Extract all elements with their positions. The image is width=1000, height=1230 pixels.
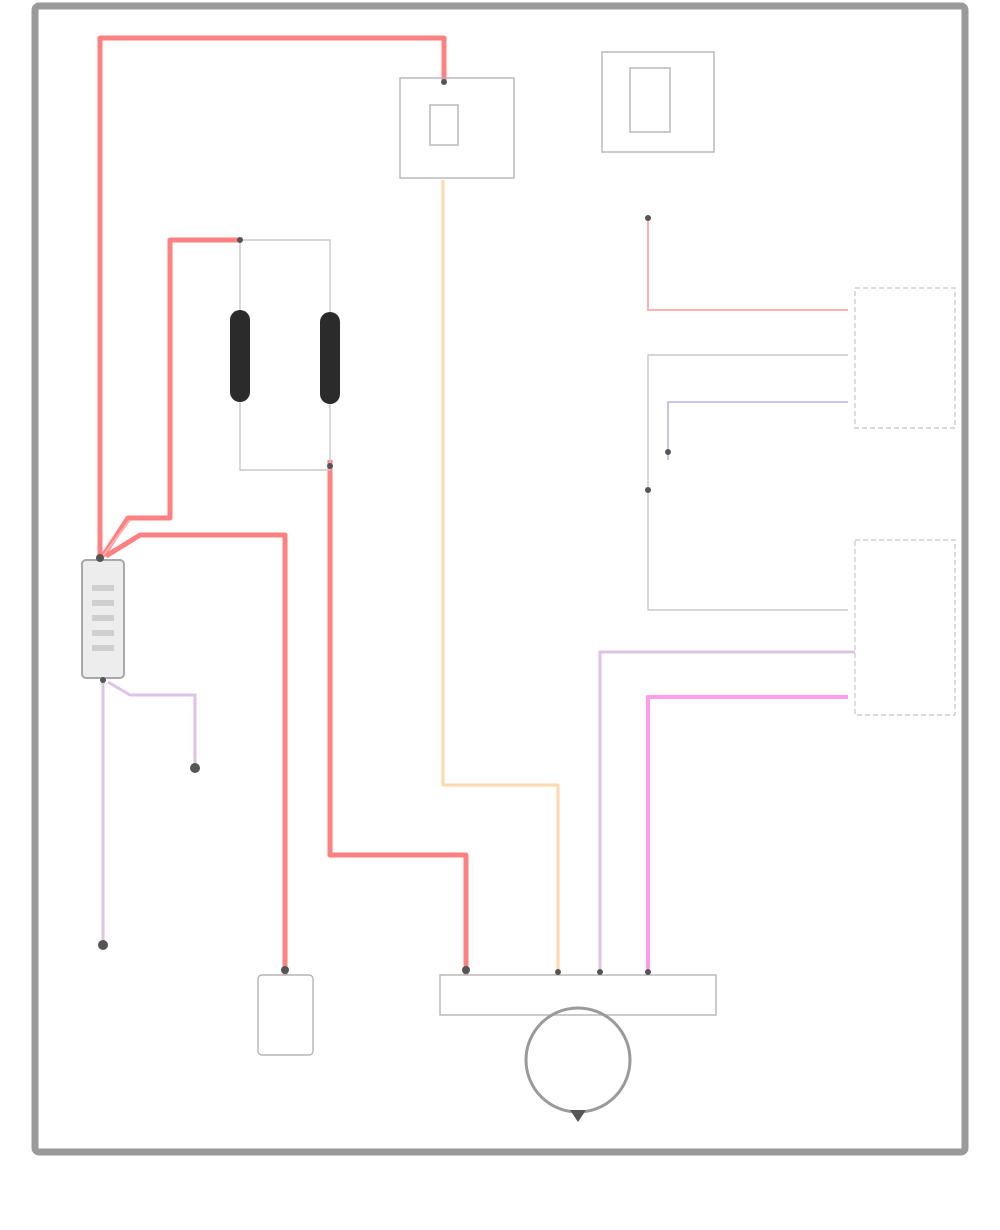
ignition-wire bbox=[441, 180, 560, 975]
splice-branch-wire bbox=[239, 239, 331, 471]
splice-dot-icon bbox=[645, 215, 651, 221]
data-wire bbox=[647, 354, 848, 611]
battery-cell bbox=[92, 615, 114, 621]
splice-dot-icon bbox=[441, 79, 447, 85]
signal-wire bbox=[667, 401, 848, 460]
underhood-fuse-block bbox=[399, 77, 515, 179]
battery-cell bbox=[92, 585, 114, 591]
splice-dot-icon bbox=[645, 969, 651, 975]
splice-dot-icon bbox=[327, 463, 333, 469]
generator-ground-icon bbox=[570, 1110, 586, 1122]
generator-icon bbox=[524, 1006, 632, 1114]
sense-wire bbox=[598, 650, 855, 975]
ground-wire-2 bbox=[107, 680, 197, 765]
splice-dot-icon bbox=[237, 237, 243, 243]
splice-dot-icon bbox=[555, 969, 561, 975]
splice-dot-icon bbox=[100, 677, 106, 683]
splice-dot-icon bbox=[462, 966, 470, 974]
battery-cell bbox=[92, 630, 114, 636]
ignition-switch-contacts bbox=[629, 67, 671, 133]
splice-dot-icon bbox=[98, 940, 108, 950]
starter-motor bbox=[257, 974, 314, 1056]
fusible-link-2 bbox=[320, 312, 340, 404]
battery-feed-wire-thin bbox=[99, 519, 131, 561]
fuse-feed-wire bbox=[647, 220, 848, 311]
ignition-switch-box bbox=[601, 51, 715, 153]
splice-dot-icon bbox=[665, 449, 671, 455]
diagram-frame bbox=[31, 2, 969, 1156]
field-control-wire bbox=[646, 695, 848, 975]
starter-feed-wire bbox=[104, 532, 288, 975]
battery bbox=[81, 559, 125, 679]
fusible-link-icon bbox=[320, 312, 340, 404]
fuse-element bbox=[429, 104, 459, 146]
splice-dot-icon bbox=[281, 966, 289, 974]
generator-connector bbox=[439, 974, 717, 1016]
splice-dot-icon bbox=[597, 969, 603, 975]
battery-cell bbox=[92, 600, 114, 606]
battery-cell bbox=[92, 645, 114, 651]
battery-feed-wire-fusible bbox=[100, 237, 240, 558]
powertrain-control-module bbox=[854, 539, 956, 716]
splice-dot-icon bbox=[96, 554, 104, 562]
battery-feed-wire-main bbox=[97, 35, 447, 558]
fusible-link-icon bbox=[230, 310, 250, 402]
splice-dot-icon bbox=[645, 487, 651, 493]
instrument-cluster bbox=[854, 287, 956, 429]
generator-output-wire bbox=[327, 460, 469, 975]
fusible-link-1 bbox=[230, 310, 250, 402]
splice-dot-icon bbox=[190, 763, 200, 773]
